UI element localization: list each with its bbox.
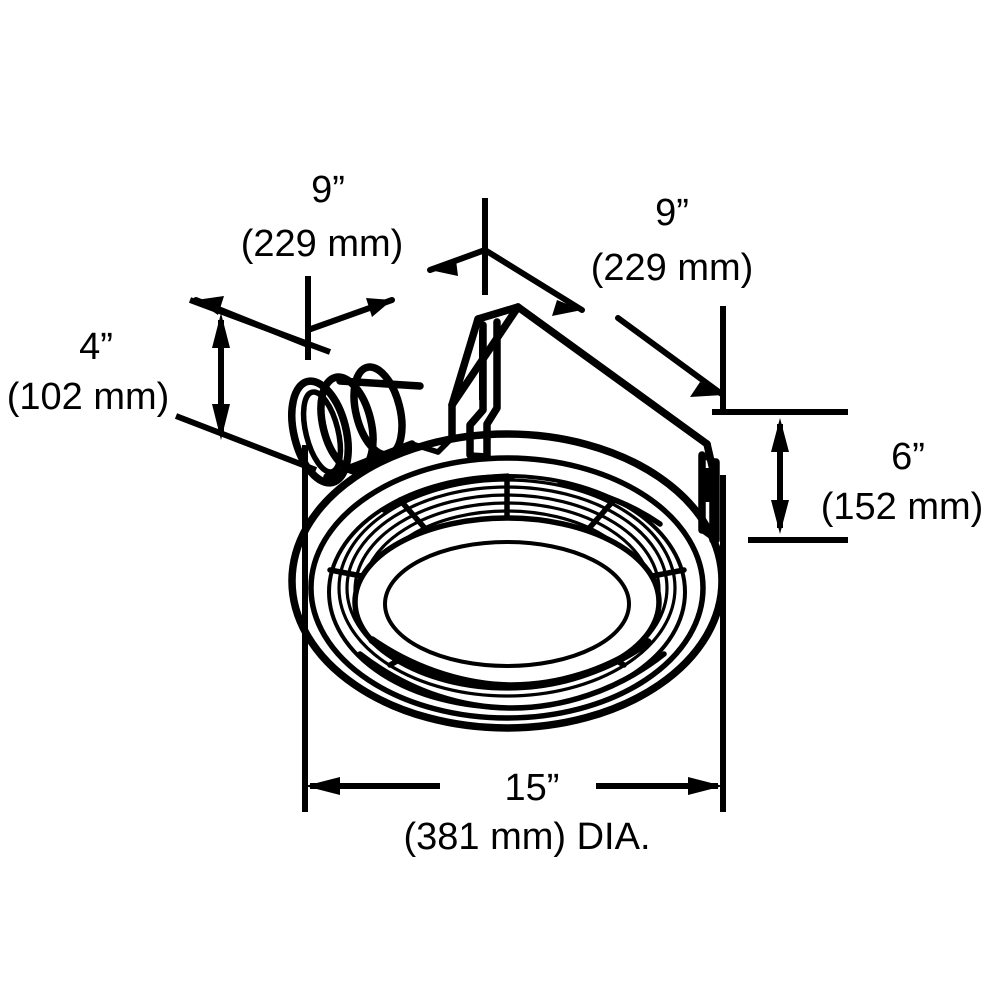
- arrowhead-6in-up: [771, 418, 789, 452]
- arrowhead-15in-right: [688, 777, 723, 795]
- bracket-center-slot-lower: [479, 372, 485, 400]
- arrowhead-15in-left: [305, 777, 340, 795]
- arrowhead-4in-down: [212, 404, 230, 440]
- bracket-center-foot: [467, 452, 490, 459]
- dimension-6in-height: 6” (152 mm): [712, 409, 984, 543]
- dimension-15in-diameter: 15” (381 mm) DIA.: [302, 445, 726, 858]
- bracket-center-slot-upper: [479, 330, 485, 360]
- grille-dish-bottom-shadow: [368, 636, 652, 690]
- grille-highlight-upper-right: [557, 481, 663, 527]
- arrowhead-9in-center-right: [552, 300, 582, 316]
- bracket-right-slot: [704, 468, 712, 502]
- housing-ridge-fold: [474, 303, 522, 323]
- leader-9in-right: [615, 315, 726, 398]
- arrowhead-9in-left-in: [366, 298, 392, 317]
- dim-4in-metric: (102 mm): [7, 376, 170, 418]
- dim-9in-right-imperial: 9”: [655, 192, 689, 234]
- leader-9in-center-right: [482, 247, 585, 313]
- dim-6in-imperial: 6”: [891, 436, 925, 478]
- dim-15in-imperial: 15”: [505, 767, 560, 809]
- grille-highlight-upper-left-2: [418, 473, 510, 494]
- louver-divider-upper-left: [397, 497, 433, 537]
- bracket-right-top: [699, 452, 719, 465]
- duct-bore: [300, 389, 344, 475]
- dimension-annotations: 9” (229 mm) 9” (229 mm): [7, 169, 984, 858]
- dim-6in-metric: (152 mm): [821, 486, 984, 528]
- grille-center-opening: [383, 540, 631, 668]
- mounting-bracket-center: [466, 318, 501, 460]
- dimension-9in-left: 9” (229 mm): [193, 169, 404, 360]
- duct-outer-rim: [288, 377, 352, 487]
- arrowhead-9in-right: [690, 382, 723, 397]
- dim-4in-imperial: 4”: [79, 326, 113, 368]
- ext-line-4in-upper: [188, 297, 332, 355]
- housing-left-face-edge: [448, 315, 482, 442]
- dim-9in-left-imperial: 9”: [311, 169, 345, 211]
- ext-line-4in-lower: [174, 413, 318, 473]
- dim-15in-metric: (381 mm) DIA.: [403, 816, 650, 858]
- housing-top-right-edge: [514, 303, 711, 448]
- arrowhead-6in-down: [771, 500, 789, 534]
- dim-9in-right-metric: (229 mm): [591, 247, 754, 289]
- grille-second-ring: [308, 455, 706, 721]
- arrowhead-4in-up: [212, 313, 230, 348]
- dim-9in-left-metric: (229 mm): [241, 223, 404, 265]
- housing-body: [435, 303, 717, 544]
- louver-divider-upper-right: [581, 497, 617, 537]
- grille-bottom-shadow-2: [357, 651, 667, 711]
- grille-highlight-upper-left: [381, 474, 515, 513]
- dimension-9in-right: 9” (229 mm): [427, 192, 754, 412]
- dimension-4in-duct: 4” (102 mm): [7, 297, 332, 473]
- bracket-center-left-edge: [466, 321, 487, 459]
- bracket-center-right-edge: [483, 318, 501, 460]
- arrowhead-9in-center-left: [430, 260, 458, 276]
